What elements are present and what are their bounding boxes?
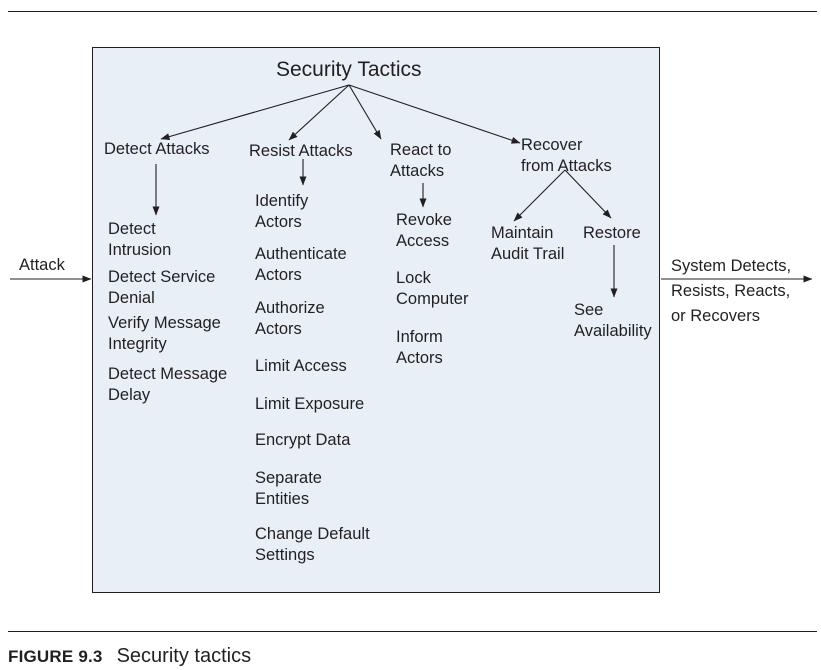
arrow-title-to-recover: [348, 84, 521, 144]
arrow-title-to-resist: [288, 84, 350, 141]
tactic-verify-message-integrity: Verify Message Integrity: [108, 314, 221, 353]
tactic-limit-exposure: Limit Exposure: [255, 395, 365, 413]
tactic-limit-access: Limit Access: [255, 357, 347, 375]
arrow-recover-to-maintain: [513, 169, 566, 222]
arrow-title-to-detect: [160, 84, 350, 141]
bottom-rule: [8, 631, 817, 632]
tactic-separate-entities: Separate Entities: [255, 469, 322, 508]
category-react-to-attacks: React to Attacks: [390, 141, 452, 180]
tactic-restore: Restore: [583, 224, 641, 242]
arrow-title-to-react: [348, 84, 382, 140]
tactic-detect-message-delay: Detect Message Delay: [108, 365, 228, 404]
figure-number: FIGURE 9.3: [8, 647, 103, 666]
tactic-detect-service-denial: Detect Service Denial: [108, 268, 216, 307]
tactic-see-availability: See Availability: [574, 301, 652, 340]
tactic-identify-actors: Identify Actors: [255, 192, 309, 231]
figure-caption: FIGURE 9.3 Security tactics: [8, 644, 251, 669]
output-label: System Detects, Resists, Reacts, or Reco…: [671, 257, 792, 325]
tactic-detect-intrusion: Detect Intrusion: [108, 220, 172, 259]
tactic-lock-computer: Lock Computer: [396, 269, 469, 308]
tactic-authorize-actors: Authorize Actors: [255, 299, 325, 338]
tactic-change-default-settings: Change Default Settings: [255, 525, 370, 564]
tactic-maintain-audit-trail: Maintain Audit Trail: [491, 224, 565, 263]
tactic-inform-actors: Inform Actors: [396, 328, 443, 367]
top-rule: [8, 11, 817, 12]
tactic-encrypt-data: Encrypt Data: [255, 431, 351, 449]
category-resist-attacks: Resist Attacks: [249, 142, 353, 160]
category-recover-from-attacks: Recover from Attacks: [521, 136, 612, 175]
diagram-title: Security Tactics: [276, 58, 422, 81]
attack-input-label: Attack: [19, 256, 65, 274]
arrow-recover-to-restore: [564, 169, 612, 219]
figure-caption-text: Security tactics: [116, 645, 252, 667]
tactic-authenticate-actors: Authenticate Actors: [255, 245, 347, 284]
tactic-revoke-access: Revoke Access: [396, 211, 452, 250]
category-detect-attacks: Detect Attacks: [104, 140, 210, 158]
